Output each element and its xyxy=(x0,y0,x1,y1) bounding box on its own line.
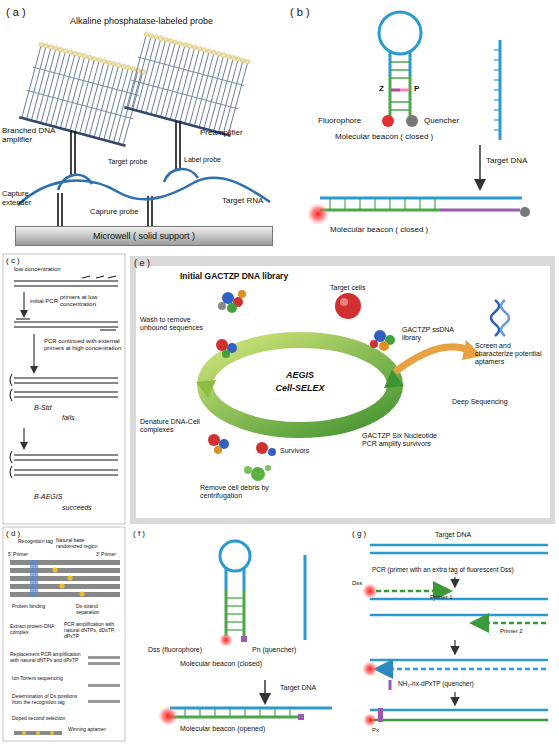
annotation-label: Dss (fluorophore) xyxy=(148,646,222,654)
annotation-label: Dss xyxy=(352,580,372,587)
panel-label: ( a ) xyxy=(6,6,46,19)
annotation-label: PCR continued with external primers at h… xyxy=(44,338,122,352)
annotation-label: Deep Sequencing xyxy=(452,398,522,406)
annotation-label: Ion Torrent sequencing xyxy=(12,676,82,682)
cycle-title: AEGIS xyxy=(262,370,338,380)
annotation-label: Capture extender xyxy=(2,190,54,207)
annotation-label: Px xyxy=(372,727,392,734)
annotation-label: Molecular beacon (closed) xyxy=(180,660,300,668)
annotation-label: Winning aptamer xyxy=(68,727,122,733)
annotation-label: PCR (primer with an extra tag of fluores… xyxy=(372,566,554,573)
annotation-label: NH₂-hx-dPxTP (quencher) xyxy=(398,680,538,687)
annotation-label: Ds-strand separation xyxy=(76,604,122,616)
annotation-label: Determination of Ds positions from the r… xyxy=(12,694,86,706)
annotation-label: Molecular beacon ( closed ) xyxy=(330,225,460,234)
annotation-label: Denature DNA-Cell complexes xyxy=(140,418,200,434)
annotation-label: Target cells xyxy=(330,284,390,292)
annotation-label: PCR amplification with natural dNTPs, dD… xyxy=(64,622,122,639)
annotation-label: Preamplifier xyxy=(200,128,270,137)
annotation-label: Caprure probe xyxy=(90,208,150,217)
annotation-label: Replacement PCR amplification with natur… xyxy=(10,652,84,664)
annotation-label: GACTZP ssDNA library xyxy=(402,326,462,342)
annotation-label: fails xyxy=(62,414,92,422)
annotation-label: Screen and characterize potential aptame… xyxy=(475,342,547,366)
annotation-label: Molecular beacon ( closed ) xyxy=(335,132,465,141)
probe-stems xyxy=(58,121,180,226)
annotation-label: 3' Primer xyxy=(96,552,124,558)
annotation-label: Wash to remove unbound sequences xyxy=(140,316,215,332)
annotation-label: B-AEGIS xyxy=(34,493,84,501)
annotation-label: Initial GACTZP DNA library xyxy=(180,272,330,282)
panel-c-scheme xyxy=(3,254,125,524)
annotation-label: Protein binding xyxy=(12,604,52,610)
annotation-label: Branched DNA amplifier xyxy=(2,126,64,144)
ds-pn-beacon xyxy=(158,541,332,726)
annotation-label: GACTZP Six Nucleotide PCR amplify surviv… xyxy=(362,432,442,448)
annotation-label: Target DNA xyxy=(486,156,546,165)
support-band: Microwell ( solid support ) xyxy=(15,226,273,246)
panel-label: ( f ) xyxy=(133,529,163,538)
panel-label: ( c ) xyxy=(6,256,36,265)
annotation-label: Natural base randomized region xyxy=(56,538,106,550)
annotation-label: primers at low concentration xyxy=(60,294,122,308)
annotation-label: Recognition tag xyxy=(18,539,58,545)
annotation-label: Fluorophore xyxy=(318,116,380,125)
annotation-label: Molecular beacon (opened) xyxy=(180,725,300,733)
annotation-label: Quencher xyxy=(424,116,484,125)
annotation-label: succeeds xyxy=(62,504,112,512)
annotation-label: Primer 1 xyxy=(430,594,470,601)
annotation-label: Extract protein-DNA complex xyxy=(10,624,60,636)
panel-d-scheme xyxy=(3,527,125,741)
annotation-label: Target DNA xyxy=(435,531,495,539)
annotation-label: Remove cell debris by centrifugation xyxy=(200,484,280,500)
node-text: Microwell ( solid support ) xyxy=(93,231,195,241)
bdna-comb xyxy=(124,30,251,136)
annotation-label: Pn (quencher) xyxy=(252,646,316,654)
annotation-label: Target RNA xyxy=(222,196,277,205)
panel-label: ( b ) xyxy=(290,6,330,19)
cycle-title: Cell-SELEX xyxy=(248,383,352,393)
annotation-label: Alkaline phosphatase-labeled probe xyxy=(70,16,270,26)
panel-label: ( e ) xyxy=(134,258,164,268)
annotation-label: Primer 2 xyxy=(500,628,540,635)
annotation-label: Target probe xyxy=(108,158,163,166)
base-label: P xyxy=(414,84,424,93)
annotation-label: Label probe xyxy=(184,156,239,164)
annotation-label: Doped second selection xyxy=(12,716,82,722)
annotation-label: 5' Primer xyxy=(8,552,38,558)
annotation-label: low concentration xyxy=(14,266,104,273)
annotation-label: Target DNA xyxy=(280,684,340,692)
panel-label: ( d ) xyxy=(6,529,36,538)
base-label: Z xyxy=(379,84,389,93)
cell-selex-cycle xyxy=(130,256,555,524)
annotation-label: B-Std xyxy=(34,404,74,412)
panel-label: ( g ) xyxy=(352,529,382,538)
molecular-beacon xyxy=(307,12,530,225)
annotation-label: Survivors xyxy=(280,447,330,455)
